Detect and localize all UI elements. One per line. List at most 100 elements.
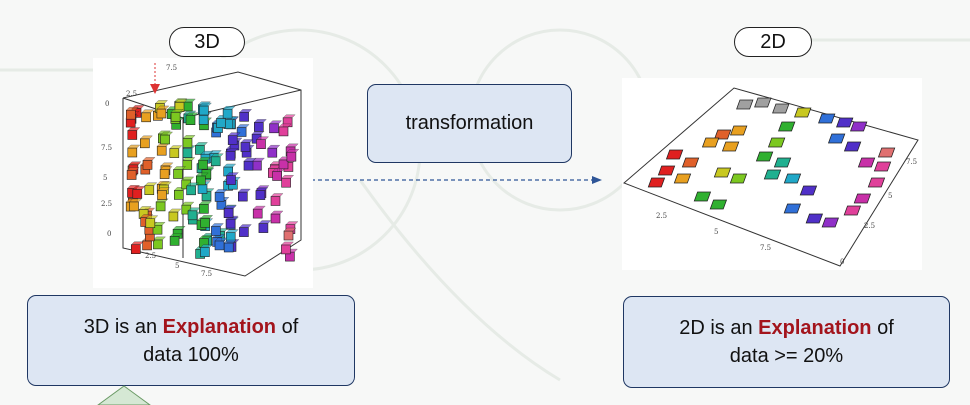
cube-marker-top (185, 112, 199, 116)
cube-marker-top (145, 215, 159, 219)
cube-marker-top (200, 150, 214, 155)
square-marker (867, 177, 886, 188)
square-marker (729, 173, 748, 184)
cube-marker-top (198, 157, 212, 161)
cube-marker-top (182, 157, 196, 161)
square-marker (754, 97, 772, 108)
cube-marker-top (156, 105, 170, 110)
cube-marker-top (168, 208, 182, 213)
3d-label: 3D (194, 30, 220, 53)
cube-marker-top (281, 175, 295, 179)
cube-marker-top (223, 163, 237, 168)
2d-scatter-plot: 2.5 5 7.5 0 7.5 5 2.5 (622, 78, 922, 270)
cube-marker-top (126, 167, 140, 171)
2d-explanation-keyword: Explanation (758, 317, 872, 339)
square-marker (647, 177, 666, 188)
2d-explanation-line2: data >= 20% (729, 345, 844, 367)
cube-marker-top (160, 131, 174, 136)
square-marker (713, 167, 732, 178)
cube-marker-top (127, 127, 141, 131)
transformation-label: transformation (405, 112, 534, 134)
3d-explanation-text: 3D is an Explanation of data 100% (84, 313, 299, 369)
square-marker (709, 199, 728, 210)
cube-marker-top (139, 135, 153, 140)
cube-marker-top (169, 233, 183, 237)
3d-explanation-keyword: Explanation (162, 315, 277, 338)
square-marker (853, 193, 872, 204)
cube-marker-top (158, 181, 172, 186)
square-marker (773, 157, 792, 168)
square-marker (736, 99, 754, 110)
cube-marker-top (173, 166, 187, 170)
2d-label: 2D (760, 30, 786, 53)
cube-marker-top (172, 226, 186, 230)
cube-marker-top (225, 148, 239, 152)
cube-marker-top (251, 130, 265, 135)
square-marker (818, 113, 836, 124)
tick-2d-bottom-1: 5 (714, 228, 718, 236)
tick-3d-left-2: 5 (103, 174, 107, 182)
cube-marker-top (181, 201, 195, 206)
cube-marker-top (237, 188, 251, 193)
tick-3d-left-3: 2.5 (101, 200, 112, 208)
square-marker (843, 205, 862, 216)
square-marker (799, 185, 818, 196)
square-marker (681, 157, 700, 168)
cube-marker-top (267, 144, 281, 149)
cube-marker-top (236, 124, 250, 128)
2d-explanation-prefix: 2D is an (679, 317, 759, 339)
square-marker (783, 173, 802, 184)
cube-marker-top (160, 162, 174, 167)
cube-marker-top (285, 143, 299, 148)
cube-marker-top (129, 198, 142, 203)
cube-marker-top (186, 182, 200, 187)
3d-label-pill: 3D (169, 27, 245, 57)
cube-marker-top (280, 241, 294, 246)
square-marker (778, 121, 796, 132)
tick-2d-right-0: 7.5 (906, 158, 917, 166)
square-marker (657, 165, 676, 176)
square-marker (729, 125, 748, 136)
3d-scatter-plot: 0 7.5 5 2.5 0 7.5 2.5 2.5 5 7.5 (93, 58, 313, 288)
tick-3d-bottom-1: 5 (175, 262, 179, 270)
cube-marker-top (214, 189, 228, 193)
cube-marker-top (170, 109, 184, 113)
cube-marker-top (194, 142, 208, 146)
cube-marker-top (214, 237, 228, 242)
tick-2d-bottom-0: 2.5 (656, 212, 667, 220)
tick-3d-top-1: 2.5 (126, 90, 137, 98)
3d-explanation-suffix: of (276, 315, 299, 338)
cube-marker-top (159, 166, 173, 170)
square-marker (877, 147, 896, 158)
cube-marker-top (256, 136, 270, 140)
cube-marker-top (125, 107, 139, 111)
square-marker (857, 157, 876, 168)
square-marker (673, 173, 692, 184)
cube-marker-top (222, 106, 236, 110)
2d-label-pill: 2D (734, 27, 812, 57)
cube-marker-top (285, 221, 299, 225)
tick-2d-right-2: 2.5 (864, 222, 875, 230)
square-marker (850, 121, 868, 132)
3d-explanation-line2: data 100% (143, 343, 239, 366)
cube-marker-top (199, 244, 213, 248)
cube-marker-top (181, 176, 195, 181)
square-marker (794, 107, 812, 118)
cube-marker-top (157, 187, 171, 191)
square-marker (772, 103, 790, 114)
tick-2d-bottom-3: 0 (840, 258, 844, 266)
cube-marker-top (154, 100, 168, 104)
cube-marker-top (141, 109, 155, 113)
transformation-box: transformation (367, 84, 572, 163)
square-marker (836, 117, 854, 128)
cube-marker-top (128, 161, 142, 165)
tick-2d-right-1: 5 (888, 192, 892, 200)
cube-marker-top (225, 229, 239, 233)
cube-marker-top (286, 149, 300, 153)
cube-marker-top (210, 223, 224, 227)
square-marker (693, 191, 712, 202)
3d-explanation-prefix: 3D is an (83, 315, 163, 338)
square-marker (701, 137, 720, 148)
2d-explanation-suffix: of (871, 317, 894, 339)
